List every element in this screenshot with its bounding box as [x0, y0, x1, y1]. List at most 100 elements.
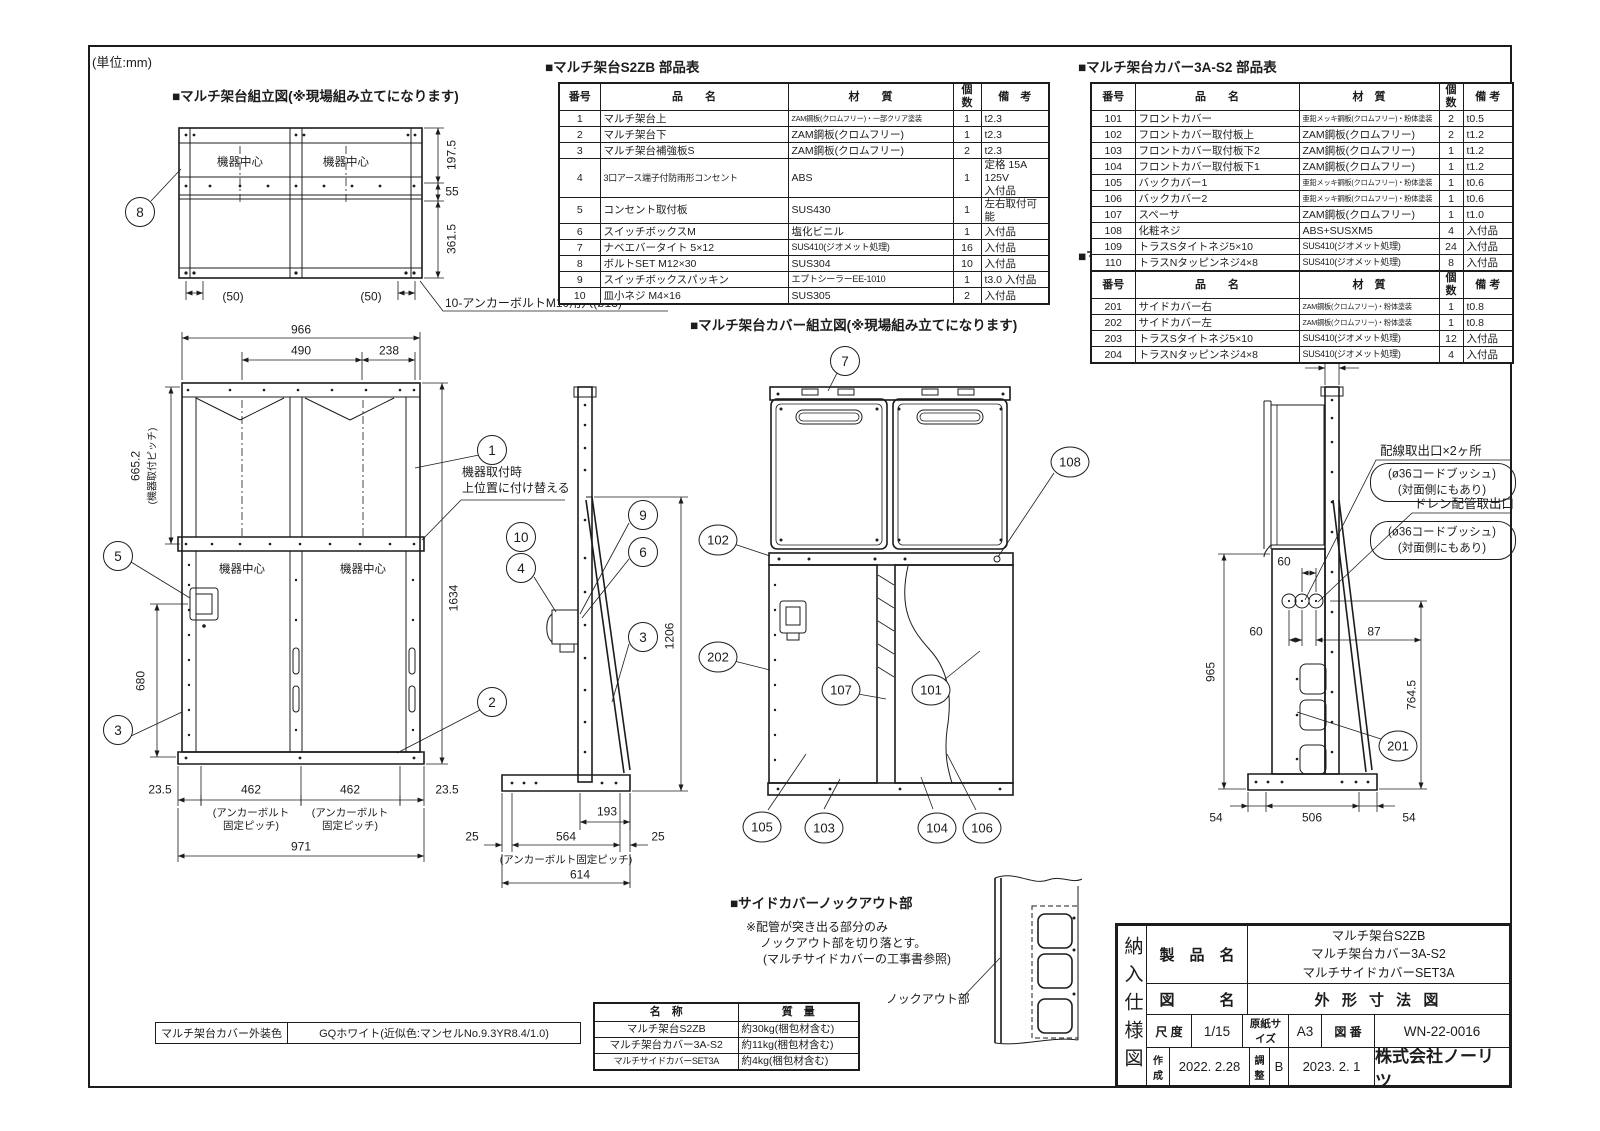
exterior-color-label-text: マルチ架台カバー外装色 [161, 1028, 282, 1040]
dim-label: 54 [1209, 810, 1223, 825]
balloon-1: 1 [477, 435, 507, 465]
adjusted-date: 2023. 2. 1 [1288, 1047, 1375, 1086]
table-cell: バックカバー2 [1134, 190, 1300, 208]
table-cell: ZAM鋼板(クロムフリー) [1298, 126, 1440, 144]
knockout-note-line2: ノックアウト部を切り落とす。 [760, 936, 927, 950]
created-label-text: 作成 [1153, 1055, 1163, 1082]
created-date: 2022. 2.28 [1169, 1047, 1250, 1086]
balloon-202: 202 [698, 641, 738, 673]
table-cell: SUS410(ジオメット処理) [1298, 330, 1440, 348]
table-cell: 5 [558, 197, 601, 225]
table-cell: フロントカバー取付板下1 [1134, 158, 1300, 176]
balloon-108: 108 [1050, 446, 1090, 478]
column-header: 備 考 [1462, 82, 1514, 112]
table-cell: 4 [558, 158, 601, 199]
drawing-number-label-text: 図 番 [1334, 1024, 1362, 1039]
table-cell: 202 [1090, 314, 1136, 332]
table-cell: 107 [1090, 206, 1136, 224]
table-cell: バックカバー1 [1134, 174, 1300, 192]
anchor-pitch-note: (アンカーボルト [311, 807, 389, 820]
column-header: 材 質 [1298, 82, 1440, 112]
table-cell: 化粧ネジ [1134, 222, 1300, 240]
table-cell: 1 [1438, 298, 1464, 316]
balloon-8: 8 [125, 197, 155, 227]
table-cell: ZAM鋼板(クロムフリー)・粉体塗装 [1298, 314, 1440, 332]
table-cell: t2.3 [980, 142, 1050, 160]
paper-size-value: A3 [1288, 1014, 1322, 1048]
table-cell: t2.3 [980, 126, 1050, 144]
product-name-label-text: 製 品 名 [1159, 947, 1235, 964]
stand-side-view-geometry [484, 386, 688, 888]
table-cell: 1 [952, 223, 982, 241]
balloon-102: 102 [698, 524, 738, 556]
table-cell: 入付品 [1462, 330, 1514, 348]
dim-label: 966 [290, 322, 312, 337]
table-cell: 203 [1090, 330, 1136, 348]
table-cell: 1 [952, 126, 982, 144]
table-cell: 入付品 [1462, 346, 1514, 364]
table-cell: 4 [1438, 346, 1464, 364]
swap-note-line2: 上位置に付け替える [462, 481, 570, 495]
table-cell: SUS410(ジオメット処理) [1298, 254, 1440, 272]
company-name-text: 株式会社ノーリツ [1375, 1046, 1494, 1091]
table-cell: コンセント取付板 [599, 197, 789, 225]
product-name-1: マルチ架台S2ZB [1331, 929, 1426, 944]
product-name-2: マルチ架台カバー3A-S2 [1311, 947, 1446, 962]
table-cell: 9 [558, 271, 601, 289]
table-cell: t0.8 [1462, 314, 1514, 332]
column-header: 番号 [558, 82, 601, 112]
table-cell: t0.8 [1462, 298, 1514, 316]
table-cell: ZAM鋼板(クロムフリー) [787, 142, 954, 160]
drawing-number-label: 図 番 [1321, 1014, 1375, 1048]
paper-size-value-text: A3 [1296, 1023, 1314, 1039]
table-cell: 1 [1438, 190, 1464, 208]
dim-label: 25 [465, 829, 479, 844]
table-cell: ABS [787, 158, 954, 199]
table-cell: 亜鉛メッキ鋼板(クロムフリー)・粉体塗装 [1298, 110, 1440, 128]
dim-label: 764.5 [1404, 679, 1419, 711]
dim-label: 23.5 [435, 782, 459, 797]
table-cell: 106 [1090, 190, 1136, 208]
table-cell: 24 [1438, 238, 1464, 256]
table-cell: トラスNタッピンネジ4×8 [1134, 254, 1300, 272]
table-cell: ZAM鋼板(クロムフリー) [1298, 206, 1440, 224]
table-cell: 7 [558, 239, 601, 257]
dim-label: 238 [378, 343, 400, 358]
balloon-3: 3 [103, 715, 133, 745]
table-cell: 108 [1090, 222, 1136, 240]
balloon-106: 106 [962, 812, 1002, 844]
balloon-105: 105 [742, 811, 782, 843]
column-header: 品 名 [1134, 270, 1300, 300]
table-cell: 105 [1090, 174, 1136, 192]
table-cell: t0.6 [1462, 190, 1514, 208]
table-cell: 入付品 [980, 223, 1050, 241]
knockout-note-line3: (マルチサイドカバーの工事書参照) [763, 952, 951, 966]
table-header-row: 番号品 名材 質個数備 考 [1090, 270, 1514, 300]
table-cell: マルチ架台S2ZB [593, 1021, 739, 1038]
dim-note: (機器取付ピッチ) [147, 427, 159, 505]
doc-type-text: 納入仕様図 [1121, 935, 1143, 1076]
table-cell: ナベエバータイト 5×12 [599, 239, 789, 257]
table-cell: 109 [1090, 238, 1136, 256]
table-cell: t0.5 [1462, 110, 1514, 128]
table-cell: マルチ架台上 [599, 110, 789, 128]
table-cell: 1 [1438, 158, 1464, 176]
revision-mark-text: B [1274, 1059, 1284, 1074]
dim-label: 25 [651, 829, 665, 844]
adjusted-label: 調整 [1249, 1047, 1270, 1086]
note-box [1370, 521, 1516, 560]
adjusted-label-text: 調整 [1254, 1055, 1265, 1082]
table-cell: ZAM鋼板(クロムフリー)・粉体塗装 [1298, 298, 1440, 316]
dim-label: 60 [1277, 554, 1291, 569]
table-cell: 入付品 [1462, 238, 1514, 256]
